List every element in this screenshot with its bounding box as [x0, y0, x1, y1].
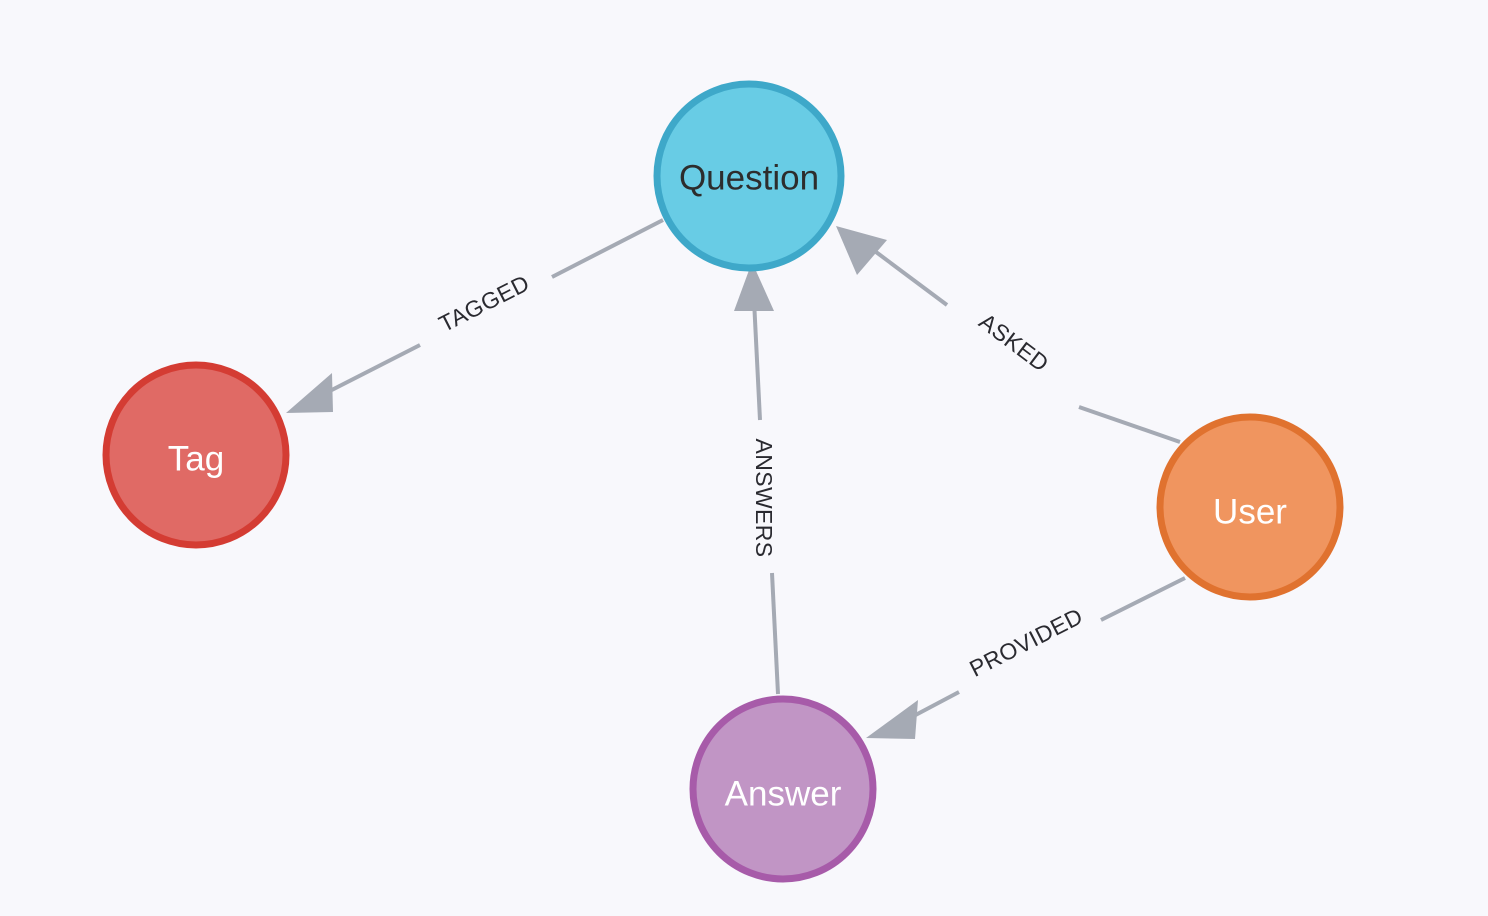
edge-asked[interactable]: ASKED: [836, 226, 1181, 444]
nodes-layer: Question Tag User Answer: [102, 80, 1344, 883]
node-question[interactable]: Question: [653, 80, 845, 272]
node-question-label: Question: [679, 159, 819, 198]
edge-answers-arrowhead-icon: [734, 262, 774, 311]
edge-provided-label: PROVIDED: [965, 603, 1087, 682]
edge-provided-line-a: [1100, 576, 1186, 622]
edge-asked-arrowhead-icon: [836, 226, 887, 275]
node-tag-label: Tag: [168, 440, 224, 479]
edge-asked-line-a: [1078, 405, 1181, 444]
node-user[interactable]: User: [1156, 413, 1344, 601]
node-user-label: User: [1213, 493, 1287, 532]
edges-layer: TAGGED ASKED ANSWERS PROVIDED: [286, 218, 1186, 739]
edge-answers-line-a: [770, 572, 780, 695]
node-tag[interactable]: Tag: [102, 361, 290, 549]
edge-tagged[interactable]: TAGGED: [286, 218, 664, 413]
edge-tagged-label: TAGGED: [435, 269, 534, 337]
edge-answers[interactable]: ANSWERS: [734, 262, 780, 695]
node-user-circle[interactable]: [1156, 413, 1344, 601]
edge-asked-label: ASKED: [974, 308, 1054, 377]
node-answer[interactable]: Answer: [689, 695, 877, 883]
edge-provided[interactable]: PROVIDED: [866, 576, 1186, 739]
node-tag-circle[interactable]: [102, 361, 290, 549]
edge-answers-label: ANSWERS: [751, 438, 777, 557]
edge-provided-arrowhead-icon: [866, 700, 918, 739]
edge-tagged-line-a: [551, 218, 664, 279]
node-answer-circle[interactable]: [689, 695, 877, 883]
edge-answers-line-b: [752, 299, 762, 421]
edge-tagged-line-b: [319, 343, 421, 398]
node-question-circle[interactable]: [653, 80, 845, 272]
edge-tagged-arrowhead-icon: [286, 373, 333, 413]
edge-asked-line-b: [870, 247, 949, 307]
node-answer-label: Answer: [725, 775, 842, 814]
